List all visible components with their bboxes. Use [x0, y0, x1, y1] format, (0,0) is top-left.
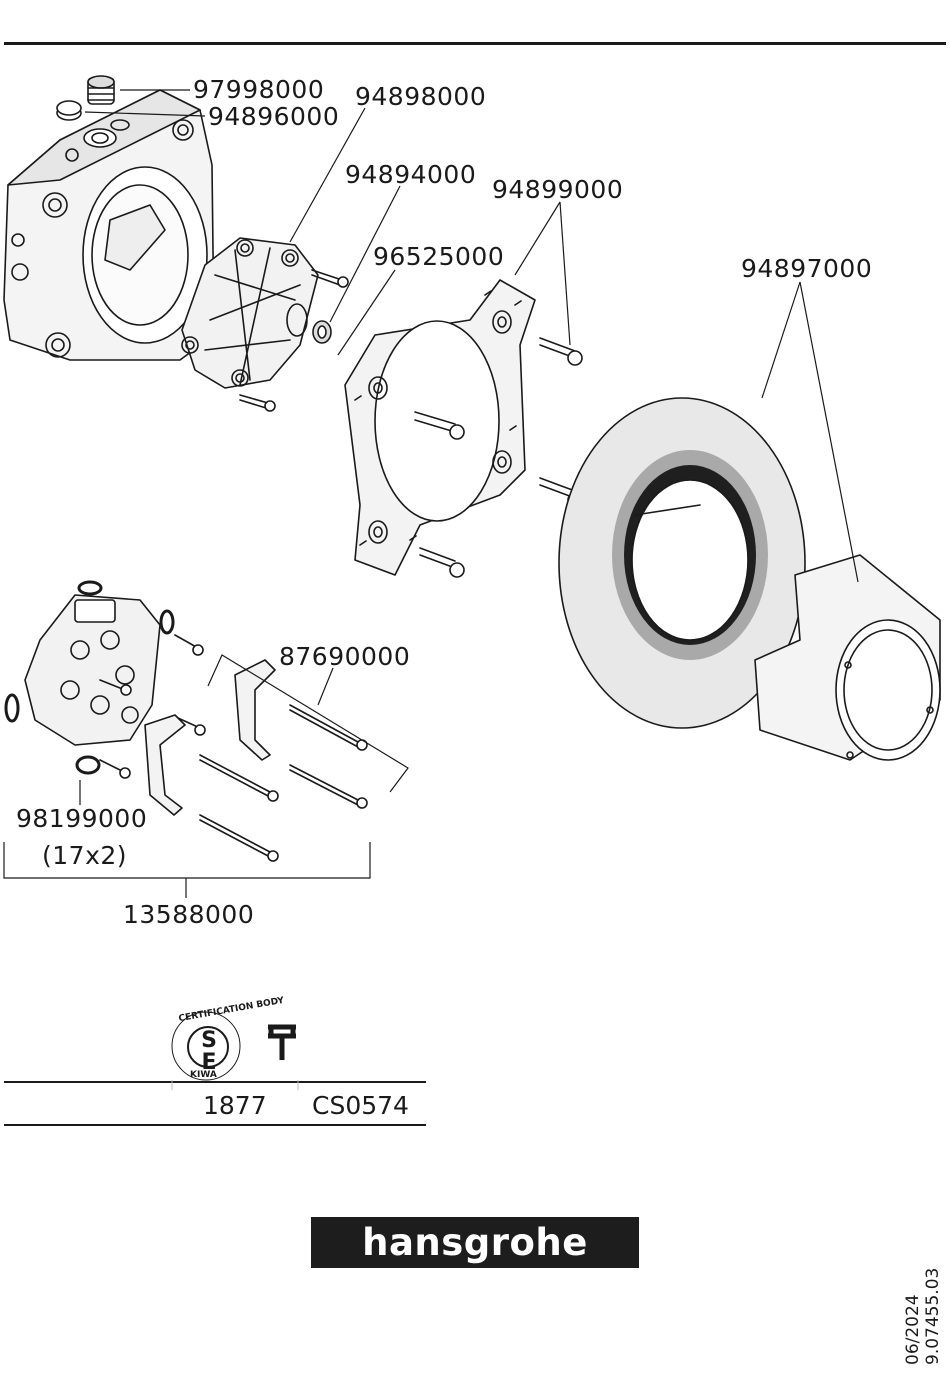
extension-set-drawing	[145, 660, 367, 861]
part-98199000-label: 98199000	[16, 806, 147, 831]
part-94897000-label: 94897000	[741, 256, 872, 281]
part-96525000-label: 96525000	[373, 244, 504, 269]
part-94894000-label: 94894000	[345, 162, 476, 187]
valve-core-drawing	[182, 238, 348, 411]
part-97998000-label: 97998000	[193, 77, 324, 102]
document-number: 9.07455.03	[925, 1268, 942, 1365]
certification-code: CS0574	[312, 1093, 409, 1118]
certification-number: 1877	[203, 1093, 267, 1118]
document-date: 06/2024	[905, 1294, 922, 1365]
part-87690000-label: 87690000	[279, 644, 410, 669]
brand-logo: hansgrohe	[311, 1217, 639, 1268]
part-94896000-label: 94896000	[208, 104, 339, 129]
seal-letters: S E	[196, 1030, 222, 1074]
part-94898000-label: 94898000	[355, 84, 486, 109]
part-13588000-label: 13588000	[123, 902, 254, 927]
mounting-box-drawing	[4, 76, 214, 360]
valve-housing-drawing	[6, 582, 205, 778]
mounting-frame-drawing	[345, 280, 582, 577]
part-98199000-quantity: (17x2)	[42, 843, 127, 868]
part-94899000-label: 94899000	[492, 177, 623, 202]
plaster-guard-drawing	[559, 398, 940, 760]
